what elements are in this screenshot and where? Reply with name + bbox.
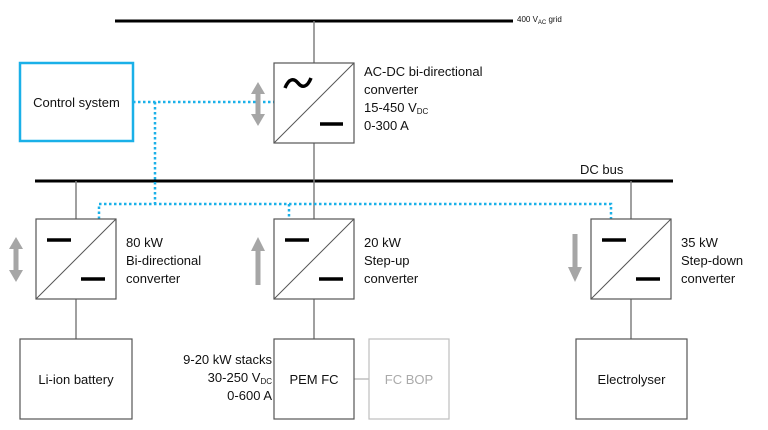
control-system-label: Control system xyxy=(33,94,120,110)
fc-bop-label: FC BOP xyxy=(384,371,434,387)
fc-converter[interactable] xyxy=(273,218,355,300)
up-arrow-icon xyxy=(251,237,265,285)
electrolyser-label: Electrolyser xyxy=(597,371,666,387)
electrolyser-box[interactable] xyxy=(575,338,688,420)
control-system-box[interactable] xyxy=(18,61,135,143)
electrolyser-converter-specs: 35 kW Step-down converter xyxy=(681,235,744,286)
ac-dc-converter-specs: AC-DC bi-directional converter 15-450 VD… xyxy=(364,64,483,133)
pem-fc-label: PEM FC xyxy=(289,371,339,387)
bidirectional-arrow-icon xyxy=(251,82,265,126)
down-arrow-icon xyxy=(568,234,582,282)
control-links xyxy=(97,100,613,219)
ac-symbol-icon xyxy=(283,77,313,89)
battery-box[interactable] xyxy=(19,338,133,420)
power-wires xyxy=(75,21,632,380)
fc-bop-box[interactable] xyxy=(368,338,450,420)
control-link-branch xyxy=(97,202,613,219)
ac-grid-label: 400 VAC grid xyxy=(517,15,562,26)
battery-label: Li-ion battery xyxy=(38,371,114,387)
battery-converter[interactable] xyxy=(35,218,117,300)
dc-bus-label: DC bus xyxy=(580,162,624,177)
flow-arrows xyxy=(9,82,582,285)
pem-fc-box[interactable] xyxy=(273,338,355,420)
ac-dc-converter[interactable] xyxy=(273,62,355,144)
electrolyser-converter[interactable] xyxy=(590,218,672,300)
fc-stack-specs: 9-20 kW stacks 30-250 VDC 0-600 A xyxy=(183,352,272,403)
battery-converter-specs: 80 kW Bi-directional converter xyxy=(126,235,202,286)
bidirectional-arrow-icon xyxy=(9,237,23,282)
fc-converter-specs: 20 kW Step-up converter xyxy=(364,235,419,286)
